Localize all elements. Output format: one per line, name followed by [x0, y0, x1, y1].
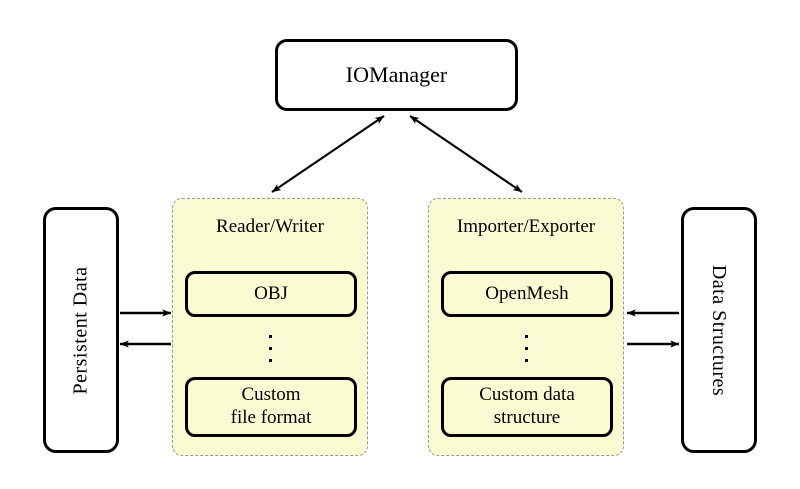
data-structures-node[interactable]: Data Structures	[681, 207, 757, 453]
reader-writer-item-custom-file-format-label: Custom file format	[231, 384, 312, 430]
reader-writer-item-obj-label: OBJ	[254, 282, 288, 304]
reader-writer-panel[interactable]: Reader/Writer OBJ Custom file format	[172, 198, 368, 456]
reader-writer-item-custom-file-format[interactable]: Custom file format	[185, 377, 357, 437]
custom-file-format-line1: Custom	[241, 384, 301, 406]
connector-manager-to-importer-exporter	[409, 115, 523, 193]
reader-writer-item-obj[interactable]: OBJ	[185, 271, 357, 317]
iomanager-node[interactable]: IOManager	[275, 39, 518, 111]
custom-data-structure-line1: Custom data	[479, 384, 575, 406]
importer-exporter-item-custom-data-structure[interactable]: Custom data structure	[441, 377, 613, 437]
importer-exporter-item-openmesh-label: OpenMesh	[485, 282, 569, 304]
reader-writer-ellipsis-icon	[173, 325, 367, 371]
importer-exporter-ellipsis-icon	[429, 325, 623, 371]
data-structures-label: Data Structures	[708, 264, 731, 396]
importer-exporter-panel[interactable]: Importer/Exporter OpenMesh Custom data s…	[428, 198, 624, 456]
reader-writer-title: Reader/Writer	[216, 216, 324, 237]
importer-exporter-title: Importer/Exporter	[456, 216, 596, 237]
iomanager-label: IOManager	[345, 62, 448, 88]
custom-file-format-line2: file format	[230, 407, 312, 428]
custom-data-structure-line2: structure	[493, 407, 561, 428]
connector-manager-to-reader-writer	[271, 115, 385, 193]
persistent-data-label: Persistent Data	[69, 265, 92, 395]
importer-exporter-item-openmesh[interactable]: OpenMesh	[441, 271, 613, 317]
importer-exporter-item-custom-data-structure-label: Custom data structure	[479, 384, 575, 430]
persistent-data-node[interactable]: Persistent Data	[43, 207, 119, 453]
